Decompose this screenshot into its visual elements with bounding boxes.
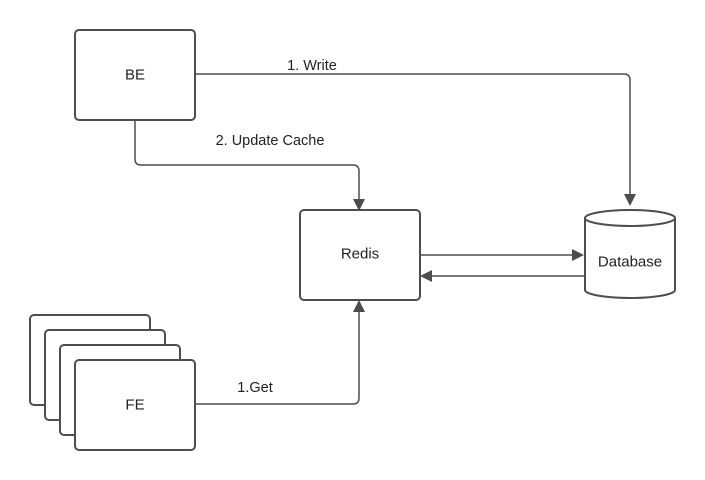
node-be-label: BE <box>125 67 145 84</box>
node-fe <box>74 359 196 451</box>
node-redis: Redis <box>299 209 421 301</box>
edge-get-label: 1.Get <box>237 380 272 396</box>
edge-database-to-redis <box>420 270 584 282</box>
edge-write-label: 1. Write <box>287 58 337 74</box>
node-database: Database <box>584 209 676 299</box>
node-be: BE <box>74 29 196 121</box>
node-fe-label: FE <box>125 397 144 414</box>
node-database-label: Database <box>598 254 662 271</box>
edge-write <box>196 73 636 206</box>
node-fe-stack: FE <box>29 314 196 451</box>
edge-update-cache <box>134 120 365 211</box>
edge-update-cache-label: 2. Update Cache <box>216 133 325 149</box>
node-redis-label: Redis <box>341 246 379 263</box>
edge-redis-to-database <box>421 249 584 261</box>
edge-get <box>196 300 365 405</box>
